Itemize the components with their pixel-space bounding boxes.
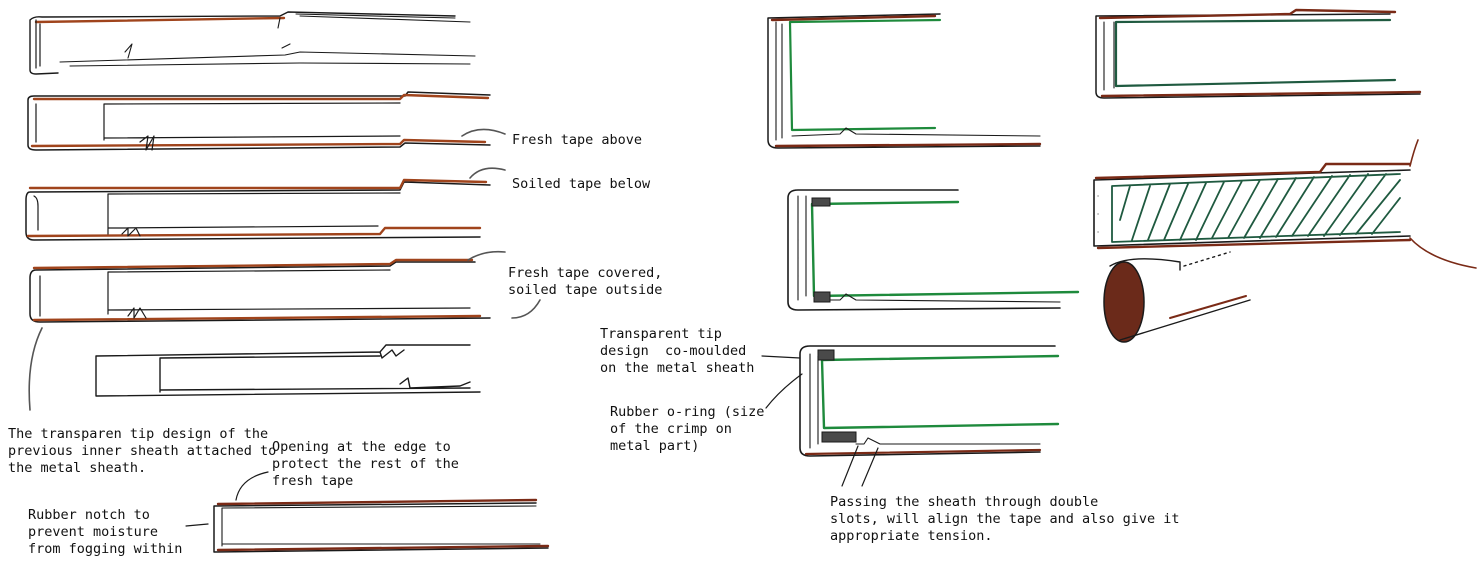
sheath-sketch-top-right	[1095, 8, 1422, 99]
annotation-opening-at-edge: Opening at the edge to protect the rest …	[272, 439, 459, 489]
sheath-sketch-notch	[213, 498, 550, 553]
right-sheath-sketches	[1093, 8, 1477, 343]
sheath-sketch-4	[29, 258, 491, 323]
arrow-comoulded	[761, 355, 801, 359]
sheath-sketch-1	[29, 11, 476, 75]
arrow-double-slots	[841, 445, 879, 487]
annotation-rubber-notch: Rubber notch to prevent moisture from fo…	[28, 507, 183, 557]
arrow-oring	[765, 373, 803, 409]
left-sheath-sketches	[25, 11, 550, 553]
annotation-soiled-tape-below: Soiled tape below	[512, 176, 651, 192]
annotation-arrows	[28, 128, 879, 527]
arrow-transparent-tip	[28, 327, 43, 411]
annotation-fresh-tape-above: Fresh tape above	[512, 132, 643, 148]
annotation-transparent-tip-previous: The transparen tip design of the previou…	[8, 426, 277, 476]
arrow-soiled-tape-outside	[511, 299, 541, 319]
sheath-sketch-2	[27, 91, 491, 151]
arrow-rubber-notch	[185, 523, 209, 527]
sheath-sketch-3	[25, 178, 491, 241]
hatched-tape-sketch	[1093, 139, 1477, 269]
sheath-sketch-green-2	[787, 189, 1080, 311]
annotation-fresh-tape-covered: Fresh tape covered, soiled tape outside	[508, 265, 663, 298]
arrow-soiled-tape-below	[469, 167, 506, 179]
rolled-tape-sketch	[1103, 251, 1251, 343]
sheath-sketch-5	[95, 344, 481, 397]
annotation-double-slots: Passing the sheath through double slots,…	[830, 494, 1180, 544]
sheath-sketch-green-3	[799, 345, 1060, 457]
arrow-fresh-tape-above	[461, 128, 506, 137]
middle-sheath-sketches	[767, 13, 1080, 457]
annotation-transparent-tip-comoulded: Transparent tip design co-moulded on the…	[600, 326, 755, 376]
arrow-opening-edge	[235, 471, 269, 501]
annotation-rubber-oring: Rubber o-ring (size of the crimp on meta…	[610, 404, 765, 454]
sheath-sketch-green-1	[767, 13, 1042, 149]
arrow-fresh-tape-covered	[467, 250, 506, 261]
